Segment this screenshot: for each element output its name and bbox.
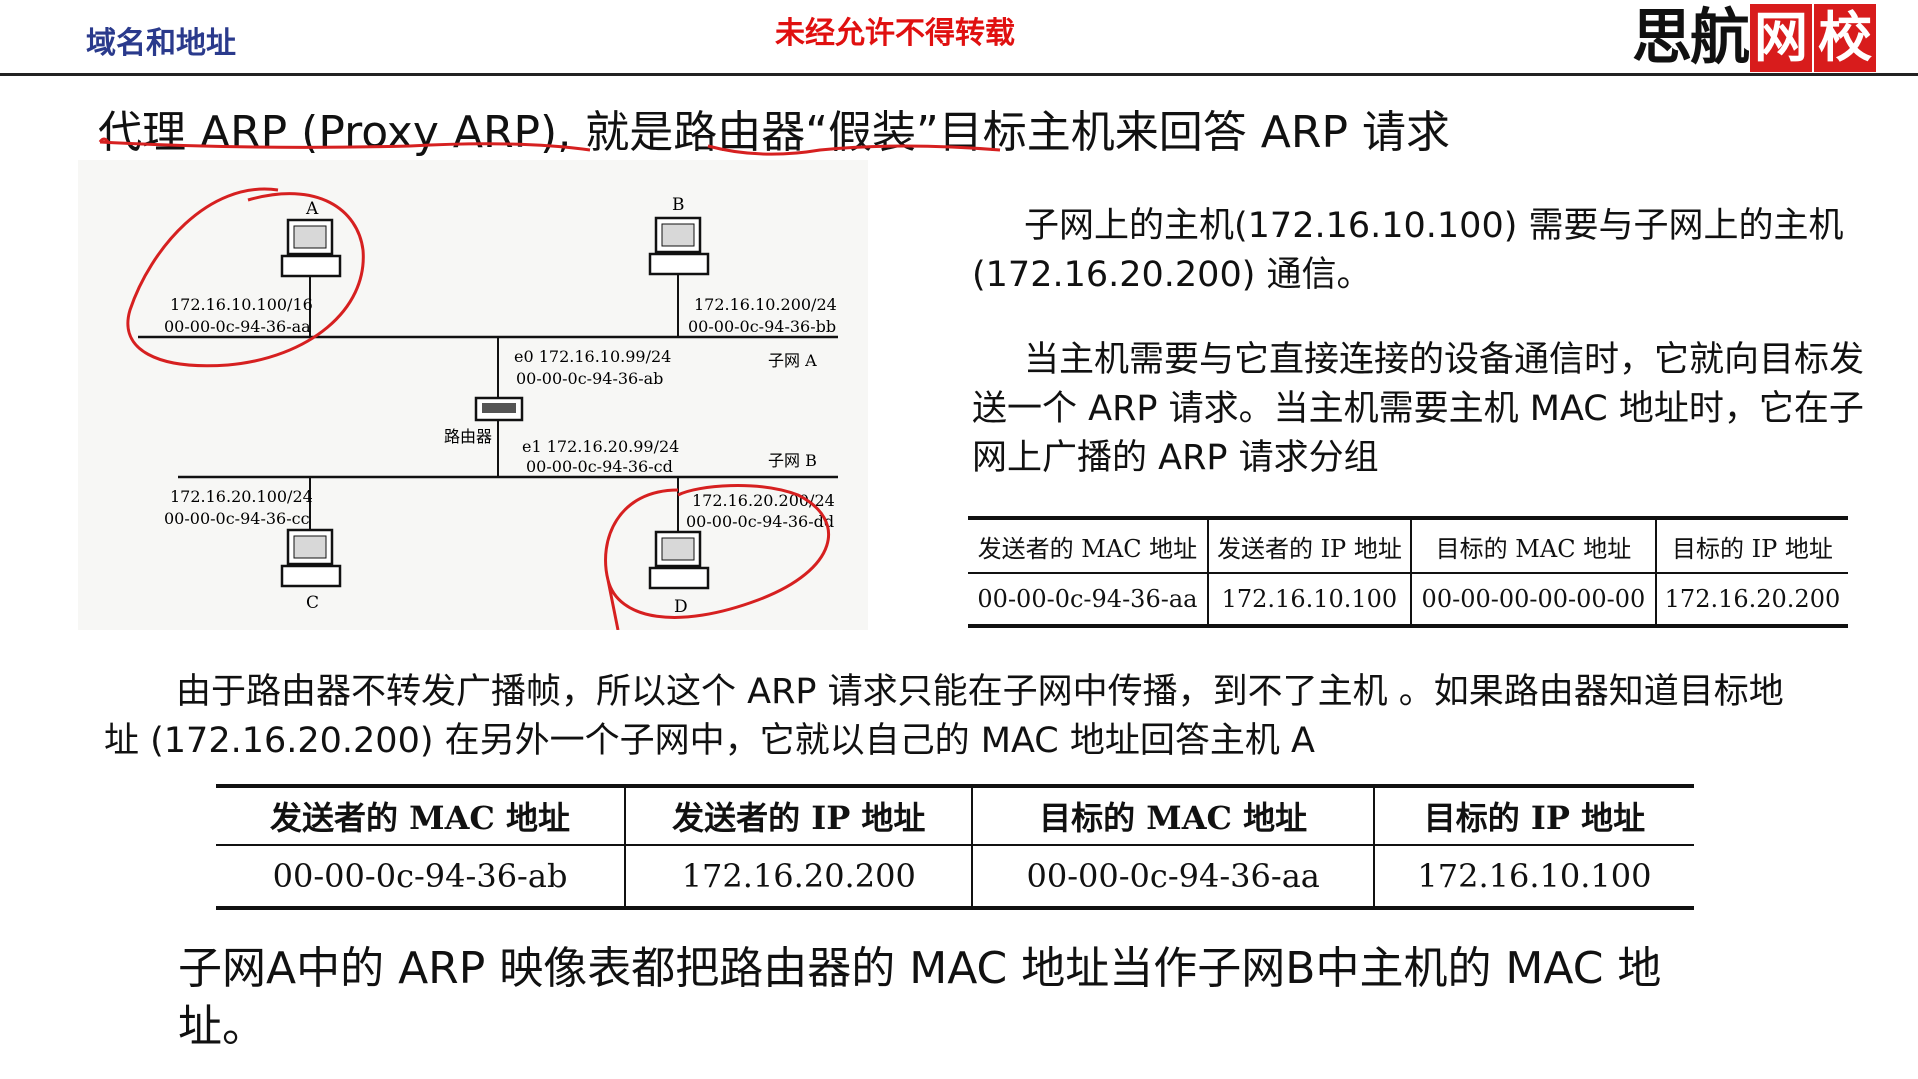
table-header-cell: 发送者的 MAC 地址 <box>216 784 627 846</box>
table-header-cell: 目标的 IP 地址 <box>1655 516 1848 574</box>
arp-reply-table: 发送者的 MAC 地址 发送者的 IP 地址 目标的 MAC 地址 目标的 IP… <box>216 784 1694 910</box>
host-b-computer-icon <box>648 216 710 337</box>
table-cell: 172.16.20.200 <box>1655 573 1848 628</box>
table-row: 00-00-0c-94-36-ab 172.16.20.200 00-00-0c… <box>216 845 1694 910</box>
logo: 思航 网 校 <box>1632 4 1876 72</box>
proxy-reply-paragraph: 由于路由器不转发广播帧，所以这个 ARP 请求只能在子网中传播，到不了主机 。如… <box>104 672 1784 761</box>
table-header-cell: 发送者的 IP 地址 <box>1207 516 1412 574</box>
header-title: 域名和地址 <box>86 26 236 61</box>
table-header-cell: 目标的 MAC 地址 <box>972 784 1375 846</box>
slide-heading: 代理 ARP (Proxy ARP), 就是路由器“假装”目标主机来回答 ARP… <box>98 107 1450 158</box>
table-cell: 00-00-0c-94-36-aa <box>968 573 1209 628</box>
arp-request-paragraph: 当主机需要与它直接连接的设备通信时，它就向目标发送一个 ARP 请求。当主机需要… <box>972 340 1865 478</box>
table-header-cell: 发送者的 IP 地址 <box>625 784 974 846</box>
host-a-ip: 172.16.10.100/16 <box>170 295 313 314</box>
table-row: 00-00-0c-94-36-aa 172.16.10.100 00-00-00… <box>968 573 1848 628</box>
host-b-label: B <box>672 195 685 215</box>
annotation-circle-host-d <box>604 484 830 630</box>
subnet-b-label: 子网 B <box>768 451 817 470</box>
table-cell: 172.16.10.100 <box>1373 845 1694 910</box>
logo-text-box-1: 网 <box>1750 4 1812 72</box>
copyright-warning: 未经允许不得转载 <box>775 16 1015 51</box>
host-c-mac: 00-00-0c-94-36-cc <box>164 509 310 528</box>
host-d-computer-icon <box>648 477 710 590</box>
host-d-label: D <box>674 597 688 617</box>
host-c-label: C <box>306 593 319 613</box>
intro-paragraph: 子网上的主机(172.16.10.100) 需要与子网上的主机(172.16.2… <box>972 206 1844 295</box>
subnet-a-label: 子网 A <box>768 351 817 370</box>
annotation-circle-host-a <box>126 187 365 368</box>
host-b-mac: 00-00-0c-94-36-bb <box>688 317 836 336</box>
table-cell: 172.16.10.100 <box>1207 573 1412 628</box>
host-a-mac: 00-00-0c-94-36-aa <box>164 317 311 336</box>
router-e0-ip: e0 172.16.10.99/24 <box>514 347 671 366</box>
router-label: 路由器 <box>444 427 492 446</box>
network-diagram: A 172.16.10.100/16 00-00-0c-94-36-aa B 1… <box>78 160 868 630</box>
table-header-row: 发送者的 MAC 地址 发送者的 IP 地址 目标的 MAC 地址 目标的 IP… <box>968 516 1848 574</box>
host-c-computer-icon <box>280 477 342 588</box>
table-header-cell: 目标的 MAC 地址 <box>1410 516 1657 574</box>
router-icon <box>474 337 524 477</box>
host-a-label: A <box>305 199 319 219</box>
table-cell: 00-00-00-00-00-00 <box>1410 573 1657 628</box>
table-header-cell: 目标的 IP 地址 <box>1373 784 1694 846</box>
table-cell: 00-00-0c-94-36-aa <box>972 845 1375 910</box>
router-e1-mac: 00-00-0c-94-36-cd <box>526 457 673 476</box>
host-b-ip: 172.16.10.200/24 <box>694 295 837 314</box>
table-cell: 00-00-0c-94-36-ab <box>216 845 627 910</box>
host-a-computer-icon <box>280 218 342 337</box>
table-header-cell: 发送者的 MAC 地址 <box>968 516 1209 574</box>
table-header-row: 发送者的 MAC 地址 发送者的 IP 地址 目标的 MAC 地址 目标的 IP… <box>216 784 1694 846</box>
header-divider <box>0 73 1918 76</box>
table-cell: 172.16.20.200 <box>625 845 974 910</box>
logo-text-box-2: 校 <box>1814 4 1876 72</box>
arp-request-table: 发送者的 MAC 地址 发送者的 IP 地址 目标的 MAC 地址 目标的 IP… <box>968 516 1848 628</box>
router-e1-ip: e1 172.16.20.99/24 <box>522 437 679 456</box>
router-e0-mac: 00-00-0c-94-36-ab <box>516 369 663 388</box>
host-d-ip: 172.16.20.200/24 <box>692 491 835 510</box>
conclusion-text: 子网A中的 ARP 映像表都把路由器的 MAC 地址当作子网B中主机的 MAC … <box>178 943 1662 1052</box>
logo-text-main: 思航 <box>1632 3 1750 73</box>
host-c-ip: 172.16.20.100/24 <box>170 487 313 506</box>
host-d-mac: 00-00-0c-94-36-dd <box>686 512 834 531</box>
